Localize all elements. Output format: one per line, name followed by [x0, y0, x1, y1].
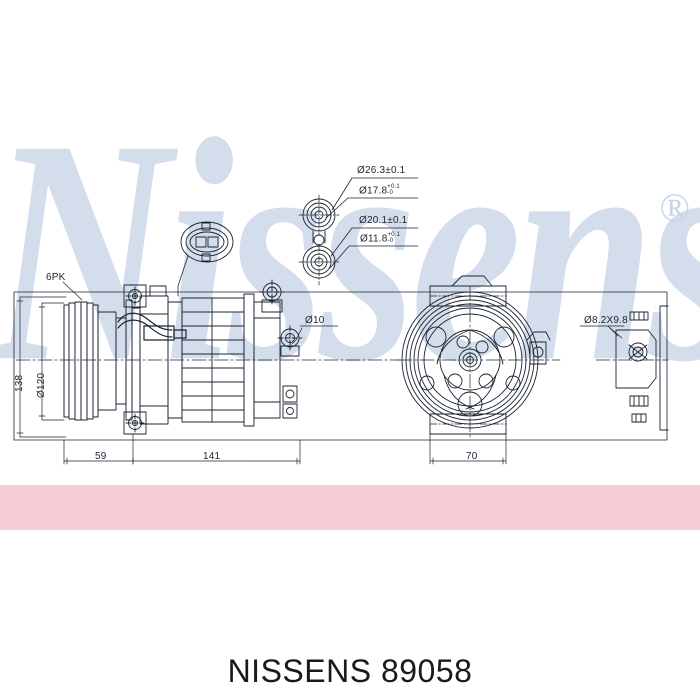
tolerance-lower: -0 [387, 190, 393, 196]
cylinder-block [167, 297, 245, 423]
dimension-label-pulley-diameter: Ø120 [36, 372, 47, 398]
side-view-group [15, 221, 401, 435]
dimension-label-length-front: 59 [95, 451, 107, 462]
mounting-lug-bottom-left [123, 411, 147, 435]
dimension-label-flange-bore: Ø17.8+0.1-0 [359, 184, 400, 197]
color-band [0, 485, 700, 530]
dimension-label-6pk: 6PK [46, 272, 66, 283]
dimension-label-port-bolt: Ø10 [305, 315, 325, 326]
front-view-group [397, 275, 561, 441]
drawing-frame [13, 291, 668, 441]
tolerance-stack: +0.1-0 [387, 184, 400, 196]
dimension-value: Ø11.8 [360, 233, 388, 245]
technical-drawing [13, 177, 669, 465]
brand-name: NISSENS [227, 653, 372, 689]
dimension-value: Ø20.1 [359, 215, 388, 226]
tolerance-stack: +0.1-0 [388, 232, 401, 244]
dimension-value: Ø26.3 [357, 165, 386, 176]
wiring-harness [117, 312, 187, 341]
side-boss [526, 331, 551, 365]
tolerance-upper: +0.1 [387, 232, 401, 238]
product-caption: NISSENS 89058 [0, 653, 700, 690]
dimension-lines [16, 281, 625, 465]
electrical-connector [177, 221, 234, 297]
footer-bar: NISSENS 89058 [0, 560, 700, 700]
dimension-label-width-rear: 70 [466, 451, 478, 462]
dimension-label-length-body: 141 [203, 451, 221, 462]
pulley-side [63, 301, 127, 421]
dimension-label-port-outer: Ø20.1±0.1 [359, 215, 407, 226]
mount-bracket-group [595, 305, 669, 431]
rear-head [243, 293, 281, 427]
dimension-value: Ø17.8 [359, 185, 388, 197]
tolerance-lower: -0 [387, 238, 394, 244]
dimension-label-mount-hole: Ø8.2X9.8 [584, 315, 628, 326]
service-ports [259, 279, 303, 419]
dimension-label-height: 138 [14, 374, 25, 392]
dimension-label-flange-outer: Ø26.3±0.1 [357, 165, 405, 176]
tolerance-upper: +0.1 [387, 184, 400, 190]
flange-detail-group [298, 177, 419, 286]
part-number: 89058 [380, 653, 473, 689]
dimension-label-port-bore: Ø11.8+0.1-0 [360, 232, 401, 245]
dimension-tolerance: ±0.1 [387, 215, 408, 226]
dimension-tolerance: ±0.1 [385, 165, 406, 176]
mounting-lug-top-left [123, 284, 147, 308]
